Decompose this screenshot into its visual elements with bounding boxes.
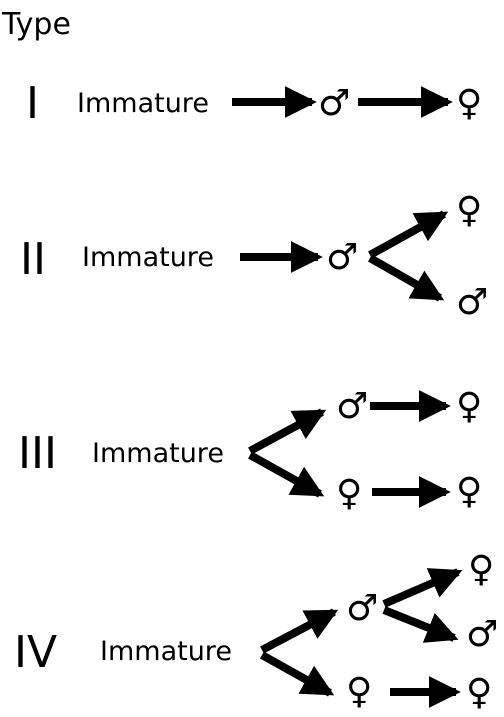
diagram-title: Type (1, 7, 71, 42)
type-iv-immature-label: Immature (100, 636, 232, 667)
type-iv-arrow-immature-to-male (260, 608, 339, 654)
type-ii-male-symbol: ♂ (326, 237, 358, 278)
type-iv-arrow-male-to-female (382, 568, 463, 608)
type-iii-immature-label: Immature (92, 438, 224, 469)
type-iii-row: III Immature ♂ ♀ ♀ ♀ (18, 386, 482, 514)
type-iv-arrow-immature-to-female (260, 651, 335, 697)
type-i-female-symbol: ♀ (456, 83, 482, 124)
type-ii-second-male-symbol: ♂ (456, 282, 488, 323)
type-iii-male-symbol: ♂ (336, 386, 368, 427)
type-i-row: I Immature ♂ ♀ (26, 78, 482, 129)
type-ii-numeral: II (20, 234, 46, 285)
type-iv-female-symbol: ♀ (468, 549, 494, 590)
type-ii-row: II Immature ♂ ♀ ♂ (20, 190, 488, 323)
type-iv-second-male-symbol: ♂ (466, 614, 498, 655)
type-i-male-symbol: ♂ (318, 83, 350, 124)
type-ii-arrow-male-to-male (368, 254, 445, 302)
type-i-immature-label: Immature (77, 88, 209, 119)
type-iv-arrow-male-to-male (382, 606, 459, 643)
type-iv-female-from-immature-symbol: ♀ (346, 671, 372, 712)
type-iv-row: IV Immature ♂ ♀ ♂ ♀ ♀ (14, 549, 498, 713)
type-iv-male-symbol: ♂ (346, 588, 378, 629)
type-i-numeral: I (26, 78, 39, 129)
type-iii-numeral: III (18, 428, 57, 479)
type-ii-female-symbol: ♀ (456, 190, 482, 231)
type-iii-female-symbol: ♀ (336, 473, 362, 514)
type-ii-immature-label: Immature (82, 242, 214, 273)
type-iii-female-result-symbol-2: ♀ (456, 471, 482, 512)
type-iii-arrow-immature-to-male (248, 408, 327, 455)
type-iv-numeral: IV (14, 627, 57, 678)
type-iii-female-result-symbol: ♀ (456, 386, 482, 427)
type-iv-female-result-symbol: ♀ (466, 672, 492, 713)
type-iii-arrow-immature-to-female (248, 451, 325, 498)
type-ii-arrow-male-to-female (368, 210, 449, 259)
